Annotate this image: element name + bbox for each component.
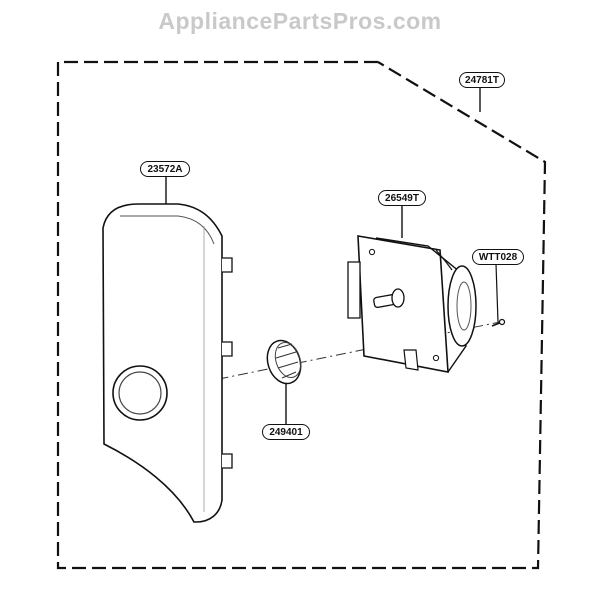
- callout-timer: 26549T: [378, 190, 426, 206]
- control-panel-housing: [102, 203, 233, 523]
- assembly-frame-border: [56, 60, 547, 570]
- callout-housing: 23572A: [140, 161, 190, 177]
- timer-assembly: [347, 235, 477, 373]
- callout-frame: 24781T: [459, 72, 505, 88]
- leader-screw: [495, 263, 499, 323]
- callout-knob: 249401: [262, 424, 310, 440]
- timer-knob: [266, 339, 302, 385]
- watermark: AppliancePartsPros.com: [158, 8, 442, 34]
- mounting-screw: [491, 318, 506, 327]
- callout-screw: WTT028: [472, 249, 524, 265]
